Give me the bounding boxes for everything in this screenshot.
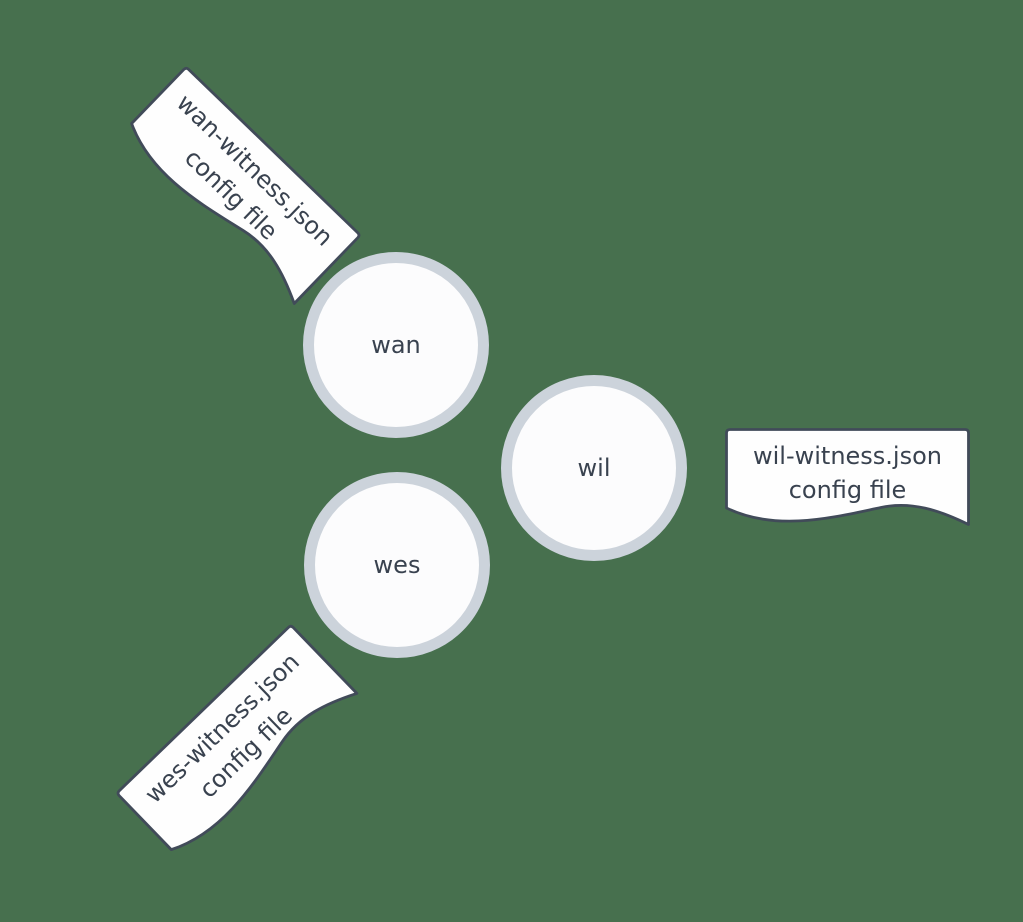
document-shape-icon [116,624,359,852]
annotation-wan-config: wan-witness.json config file [117,65,363,307]
annotation-wil-config: wil-witness.json config file [725,428,970,528]
annotation-wes-config: wes-witness.json config file [115,623,361,865]
document-shape-icon [130,66,361,305]
annotation-wil-config-label: wil-witness.json config file [725,428,970,518]
annotation-line: config file [788,476,907,504]
annotation-wan-config-label: wan-witness.json config file [124,65,363,300]
node-wes: wes [304,472,490,658]
node-wil-label: wil [577,454,611,482]
document-shape-icon [725,428,970,526]
node-wan-label: wan [371,331,421,359]
annotation-line: wil-witness.json [752,442,942,470]
node-wil: wil [501,375,687,561]
node-wes-label: wes [373,551,421,579]
node-wan: wan [303,252,489,438]
annotation-wes-config-label: wes-witness.json config file [115,623,354,858]
